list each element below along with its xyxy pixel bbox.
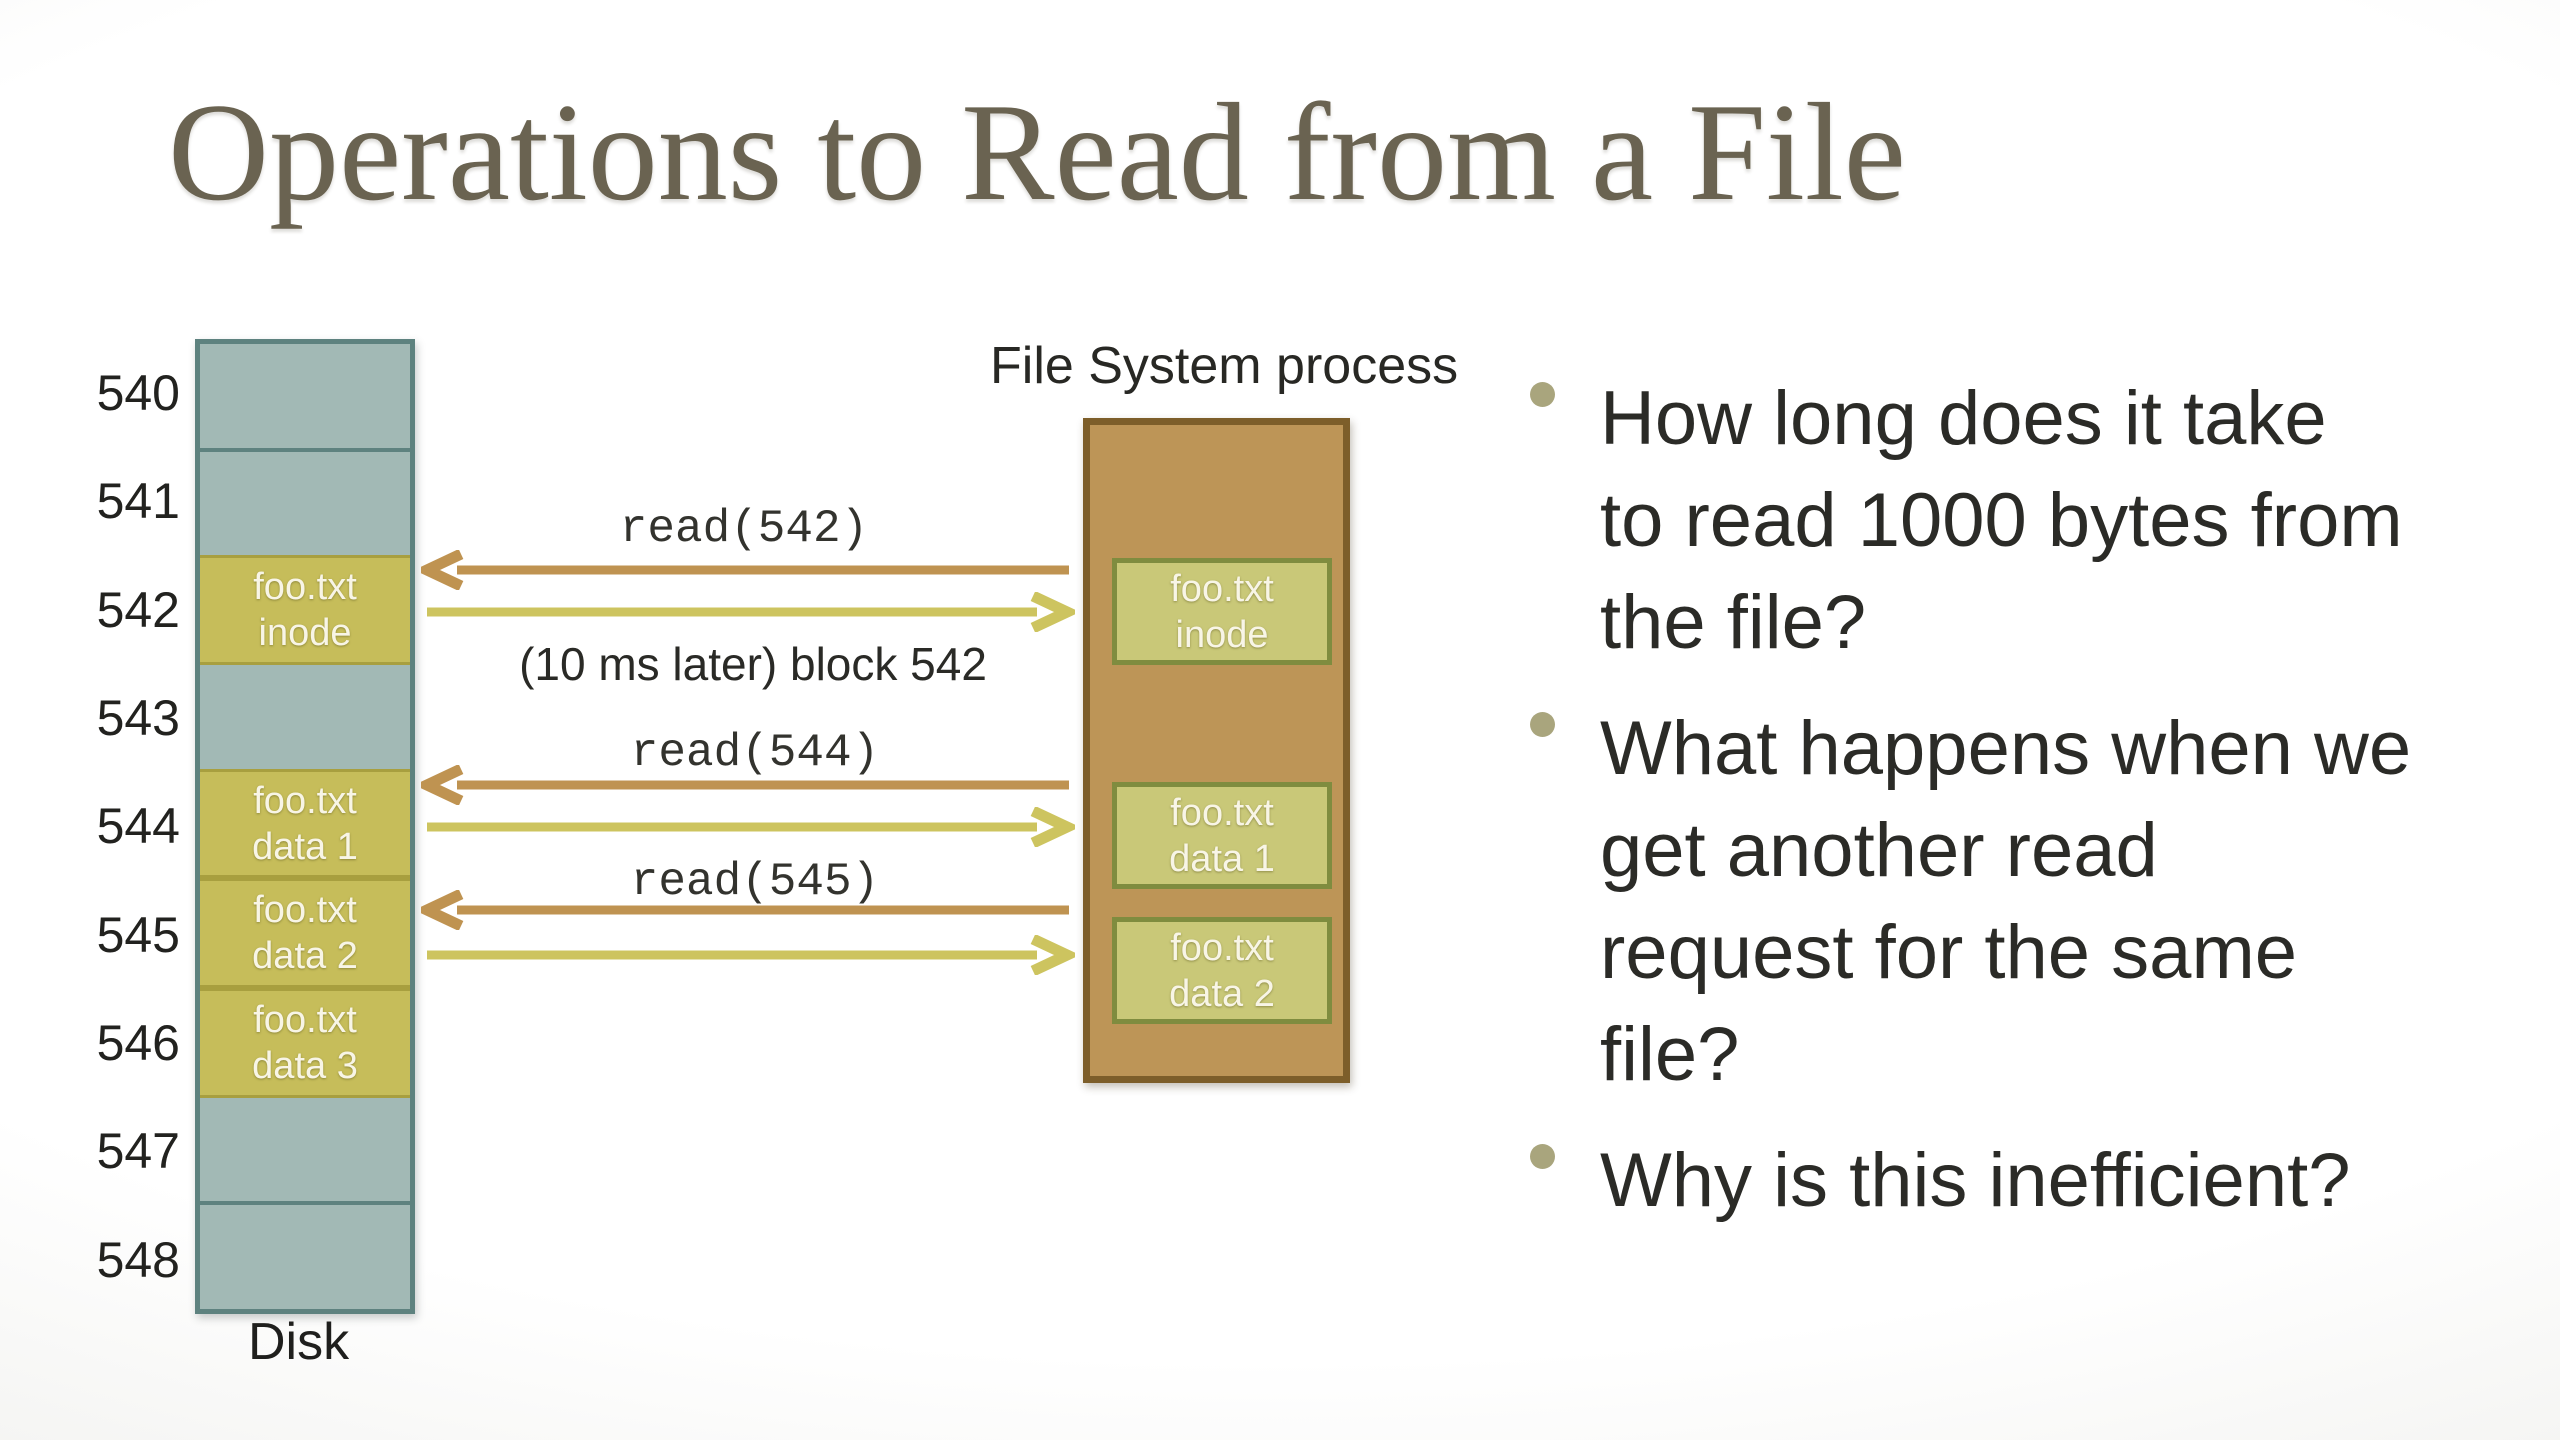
disk-block-547 [200,1097,410,1202]
disk-block-548 [200,1201,410,1310]
bullet-text-line: to read 1000 bytes from [1600,478,2403,563]
disk-block-number-547: 547 [96,1123,180,1180]
disk-caption: Disk [248,1313,350,1371]
bullet-item-inefficiency: Why is this inefficient? [1520,1130,2530,1232]
disk-block-546-sublabel: data 3 [252,1044,358,1087]
bullet-text-line: get another read [1600,808,2158,893]
bullet-text-line: file? [1600,1012,1740,1097]
disk-block-542-sublabel: inode [258,612,352,655]
bullet-dot-icon [1530,712,1555,737]
disk-block-number-543: 543 [96,690,180,747]
disk-block-544: foo.txt data 1 [200,768,410,879]
message-read-545: read(545) [630,856,880,908]
message-read-542: read(542) [619,503,869,555]
cached-block-inode-sublabel: inode [1175,613,1269,656]
reply-arrow-block-542-icon [427,592,1075,632]
disk-block-number-548: 548 [96,1231,180,1288]
bullet-item-read-time: How long does it take to read 1000 bytes… [1520,368,2530,674]
bullet-dot-icon [1530,382,1555,407]
page-title: Operations to Read from a File [168,75,1906,230]
bullet-text-line: request for the same [1600,910,2298,995]
message-read-544: read(544) [630,727,880,779]
disk-block-number-542: 542 [96,581,180,638]
file-system-process-box: foo.txt inode foo.txt data 1 foo.txt dat… [1083,418,1350,1083]
message-block-542-reply: (10 ms later) block 542 [519,638,987,690]
request-arrow-read-544-icon [421,765,1069,805]
file-system-process-caption: File System process [990,337,1459,395]
disk-block-541 [200,447,410,556]
cached-block-data-2-sublabel: data 2 [1169,972,1275,1015]
disk-block-544-sublabel: data 1 [252,825,358,868]
disk-block-542-label: foo.txt [253,566,357,609]
disk-block-545-label: foo.txt [253,889,357,932]
disk-block-542: foo.txt inode [200,555,410,666]
bullet-list: How long does it take to read 1000 bytes… [1520,368,2530,1256]
disk-block-number-545: 545 [96,906,180,963]
cached-block-data-2: foo.txt data 2 [1112,917,1332,1024]
request-arrow-read-545-icon [421,890,1069,930]
disk-block-numbers: 540 541 542 543 544 545 546 547 548 [50,339,180,1314]
disk-block-number-544: 544 [96,798,180,855]
reply-arrow-block-544-icon [427,807,1075,847]
disk-block-540 [200,344,410,448]
disk-block-546-label: foo.txt [253,998,357,1041]
disk-block-543 [200,665,410,769]
request-arrow-read-542-icon [421,550,1069,590]
cached-block-inode: foo.txt inode [1112,558,1332,665]
disk-block-number-541: 541 [96,473,180,530]
disk-block-number-540: 540 [96,365,180,422]
bullet-text-line: the file? [1600,580,1867,665]
disk-block-number-546: 546 [96,1015,180,1072]
disk-block-546: foo.txt data 3 [200,988,410,1098]
bullet-item-second-read: What happens when we get another read re… [1520,698,2530,1106]
disk-block-544-label: foo.txt [253,779,357,822]
bullet-dot-icon [1530,1144,1555,1169]
cached-block-data-2-label: foo.txt [1170,926,1274,969]
cached-block-inode-label: foo.txt [1170,567,1274,610]
bullet-text-line: What happens when we [1600,706,2412,791]
bullet-text-line: How long does it take [1600,376,2327,461]
disk-column: foo.txt inode foo.txt data 1 foo.txt dat… [195,339,415,1314]
cached-block-data-1-label: foo.txt [1170,791,1274,834]
disk-block-545-sublabel: data 2 [252,935,358,978]
cached-block-data-1-sublabel: data 1 [1169,837,1275,880]
bullet-text-line: Why is this inefficient? [1600,1138,2351,1223]
cached-block-data-1: foo.txt data 1 [1112,782,1332,889]
disk-block-545: foo.txt data 2 [200,878,410,989]
reply-arrow-block-545-icon [427,935,1075,975]
